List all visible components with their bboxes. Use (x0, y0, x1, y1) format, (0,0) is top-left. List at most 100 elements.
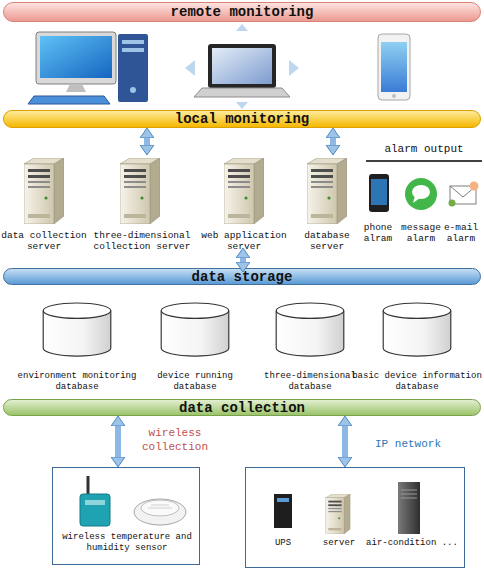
sensor-icon (80, 476, 186, 526)
device-icon (277, 498, 289, 502)
alarm-icon (366, 160, 482, 162)
device-icon (274, 494, 292, 528)
server-node: data collection server (0, 155, 88, 252)
laptop-icon (194, 88, 290, 97)
desktop-computer-icon (40, 36, 112, 78)
alarm-icon (412, 185, 430, 199)
laptop-icon (212, 48, 272, 84)
server-icon (120, 158, 160, 224)
smartphone-icon (392, 94, 396, 98)
node-text: data collection server (0, 230, 88, 252)
server-icon (224, 158, 264, 224)
server-node: database server (294, 155, 360, 252)
sensor-icon (134, 499, 186, 525)
server-icon (24, 158, 64, 224)
direction-triangle (289, 60, 299, 76)
server-icon (307, 158, 347, 224)
laptop-icon (208, 44, 276, 88)
double-arrow-connector (144, 138, 150, 145)
double-arrow-connector (330, 138, 336, 145)
desktop-computer-icon (122, 40, 144, 44)
sensor-icon (85, 500, 105, 505)
server-node: web application server (196, 155, 292, 252)
sensor-icon (141, 500, 179, 516)
node-text: UPS (258, 538, 308, 549)
database-cylinder (43, 303, 451, 356)
node-text: web application server (196, 230, 292, 252)
device-box: UPS serverair-condition ... (245, 467, 465, 568)
annotation-label: message alarm (399, 222, 443, 244)
node-text: data collection (179, 401, 305, 415)
database-cylinder (43, 303, 111, 356)
alarm-icon (413, 196, 420, 203)
sensor-icon (148, 508, 172, 509)
direction-triangle (236, 24, 248, 31)
sensor-icon (151, 505, 169, 506)
node-text: local monitoring (175, 112, 309, 126)
alarm-icon (371, 179, 387, 205)
annotation-label: alarm output (366, 143, 482, 156)
smartphone-icon (381, 42, 407, 92)
laptop-icon (194, 44, 290, 97)
smartphone-icon (378, 34, 410, 100)
alarm-icon (405, 178, 437, 210)
layer-band: remote monitoring (3, 2, 481, 22)
database-cylinder (276, 303, 344, 356)
device-icon (326, 494, 350, 534)
node-text: basic device information database (350, 371, 484, 393)
double-arrow-connector (240, 258, 246, 262)
device-icon (398, 482, 420, 534)
connector-label: wireless collection (140, 426, 210, 454)
node-text: data storage (192, 270, 293, 284)
node-text: remote monitoring (171, 5, 314, 19)
device-icon (401, 494, 417, 495)
node-text: device running database (150, 371, 240, 393)
database-cylinder (383, 303, 451, 356)
layer-band: data collection (3, 399, 481, 416)
node-text: wireless temperature and humidity sensor (57, 532, 197, 554)
device-box: wireless temperature and humidity sensor (52, 467, 200, 565)
device-icon (274, 482, 420, 534)
node-text: server (314, 538, 364, 549)
double-arrow-connector (342, 426, 348, 457)
database-node: device running database (150, 300, 240, 393)
direction-triangle (185, 24, 299, 109)
node-text: environment monitoring database (12, 371, 142, 393)
desktop-computer-icon (122, 48, 144, 52)
smartphone-icon (378, 34, 410, 100)
direction-triangle (185, 60, 195, 76)
database-cylinder (161, 303, 229, 356)
database-node: environment monitoring database (12, 300, 142, 393)
alarm-icon (470, 182, 479, 191)
database-node: basic device information database (350, 300, 484, 393)
annotation-label: e-mail alarm (439, 222, 483, 244)
database-node: three-dimensional database (255, 300, 365, 393)
node-text: database server (294, 230, 360, 252)
direction-triangle (236, 102, 248, 109)
double-arrow-connector (115, 426, 121, 457)
desktop-computer-icon (118, 34, 148, 102)
sensor-icon (87, 476, 90, 496)
node-text: air-condition ... (364, 538, 460, 549)
annotation-label: phone alram (356, 222, 400, 244)
sensor-icon (80, 494, 110, 526)
node-text: three-dimensional database (255, 371, 365, 393)
desktop-computer-icon (36, 32, 116, 84)
desktop-computer-icon (28, 96, 110, 104)
alarm-icon (369, 174, 389, 212)
alarm-icon (366, 161, 482, 212)
desktop-computer-icon (28, 32, 148, 104)
desktop-computer-icon (66, 84, 86, 92)
alarm-icon (449, 200, 456, 207)
device-icon (401, 490, 417, 491)
layer-band: local monitoring (3, 110, 481, 128)
layer-band: data storage (3, 268, 481, 285)
connector-label: IP network (368, 437, 448, 451)
desktop-computer-icon (130, 87, 136, 93)
device-icon (401, 498, 417, 499)
server-node: three-dimensional collection server (86, 155, 198, 252)
node-text: three-dimensional collection server (86, 230, 198, 252)
